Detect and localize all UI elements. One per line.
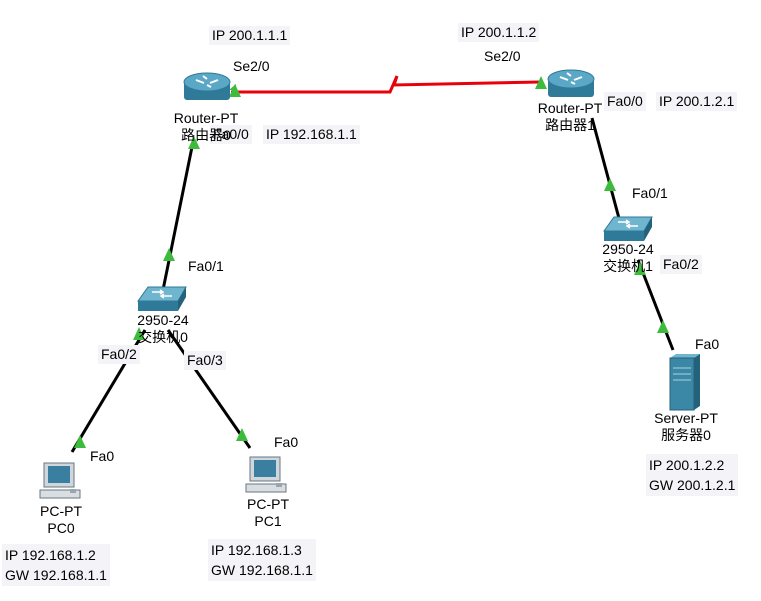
pc0-ip-note: IP 192.168.1.2 GW 192.168.1.1 xyxy=(2,544,110,586)
router0-serial-port-label: Se2/0 xyxy=(233,58,270,74)
server0-ip-note: IP 200.1.2.2 GW 200.1.2.1 xyxy=(646,454,739,496)
link-up-indicator xyxy=(163,248,175,261)
link-router0-switch0[interactable] xyxy=(161,141,195,291)
pc1-label[interactable]: PC-PT PC1 xyxy=(247,496,289,530)
router-icon[interactable] xyxy=(547,69,595,97)
router0-serial-ip-note: IP 200.1.1.1 xyxy=(209,26,291,45)
switch0-uplink-port-label: Fa0/1 xyxy=(188,258,224,274)
pc-icon[interactable] xyxy=(245,456,287,493)
router1-fa-port-label: Fa0/0 xyxy=(604,92,646,111)
router0-fa-ip-note: IP 192.168.1.1 xyxy=(263,125,360,144)
pc1-model: PC-PT xyxy=(247,496,289,512)
switch-icon[interactable] xyxy=(137,286,187,311)
pc0-name: PC0 xyxy=(47,520,75,536)
pc0-ip: IP 192.168.1.2 xyxy=(5,547,96,563)
link-up-indicator xyxy=(188,136,200,149)
server0-name: 服务器0 xyxy=(661,427,711,443)
switch-icon[interactable] xyxy=(603,216,653,241)
switch1-fa02-port-label: Fa0/2 xyxy=(660,255,702,274)
server0-label[interactable]: Server-PT 服务器0 xyxy=(654,410,718,444)
pc0-gw: GW 192.168.1.1 xyxy=(5,567,107,583)
pc0-port-label: Fa0 xyxy=(90,448,115,464)
link-up-indicator xyxy=(74,435,86,448)
pc1-gw: GW 192.168.1.1 xyxy=(211,562,313,578)
router0-model: Router-PT xyxy=(173,110,239,126)
pc-icon[interactable] xyxy=(39,462,81,499)
pc1-ip: IP 192.168.1.3 xyxy=(211,542,302,558)
switch1-model: 2950-24 xyxy=(602,241,654,257)
router1-name: 路由器1 xyxy=(545,117,595,133)
server0-gw: GW 200.1.2.1 xyxy=(649,477,736,493)
switch0-label[interactable]: 2950-24 交换机0 xyxy=(137,312,188,346)
server0-port-label: Fa0 xyxy=(695,336,720,352)
switch0-fa03-port-label: Fa0/3 xyxy=(184,351,226,370)
serial-link[interactable] xyxy=(231,75,541,94)
switch0-model: 2950-24 xyxy=(137,312,189,328)
link-up-indicator xyxy=(657,320,669,333)
pc0-model: PC-PT xyxy=(40,503,82,519)
router1-serial-ip-note: IP 200.1.1.2 xyxy=(458,23,540,42)
switch0-name: 交换机0 xyxy=(138,329,188,345)
router1-serial-port-label: Se2/0 xyxy=(484,48,521,64)
link-up-indicator xyxy=(229,84,241,97)
router1-label[interactable]: Router-PT 路由器1 xyxy=(538,100,603,134)
link-router1-switch1[interactable] xyxy=(590,117,622,223)
router1-model: Router-PT xyxy=(537,100,603,116)
pc1-name: PC1 xyxy=(254,513,282,529)
switch1-label[interactable]: 2950-24 交换机1 xyxy=(602,241,653,275)
router1-fa-ip-note: IP 200.1.2.1 xyxy=(656,92,738,111)
link-switch0-pc1[interactable] xyxy=(166,329,252,449)
router0-name: 路由器0 xyxy=(181,127,231,143)
link-up-indicator xyxy=(604,178,616,191)
pc0-label[interactable]: PC-PT PC0 xyxy=(40,503,82,537)
link-up-indicator xyxy=(236,428,248,441)
link-up-indicator xyxy=(133,327,145,340)
switch1-uplink-port-label: Fa0/1 xyxy=(632,185,668,201)
pc1-port-label: Fa0 xyxy=(274,434,299,450)
server0-ip: IP 200.1.2.2 xyxy=(649,457,725,473)
link-up-indicator xyxy=(634,262,646,275)
router0-fa-port-label: Fa0/0 xyxy=(210,125,252,144)
server0-model: Server-PT xyxy=(654,410,718,426)
link-up-indicator xyxy=(535,76,547,89)
switch0-fa02-port-label: Fa0/2 xyxy=(98,345,140,364)
pc1-ip-note: IP 192.168.1.3 GW 192.168.1.1 xyxy=(208,539,316,581)
switch1-name: 交换机1 xyxy=(603,258,653,274)
server-icon[interactable] xyxy=(669,354,700,411)
router-icon[interactable] xyxy=(183,72,231,100)
router0-label[interactable]: Router-PT 路由器0 xyxy=(174,110,239,144)
